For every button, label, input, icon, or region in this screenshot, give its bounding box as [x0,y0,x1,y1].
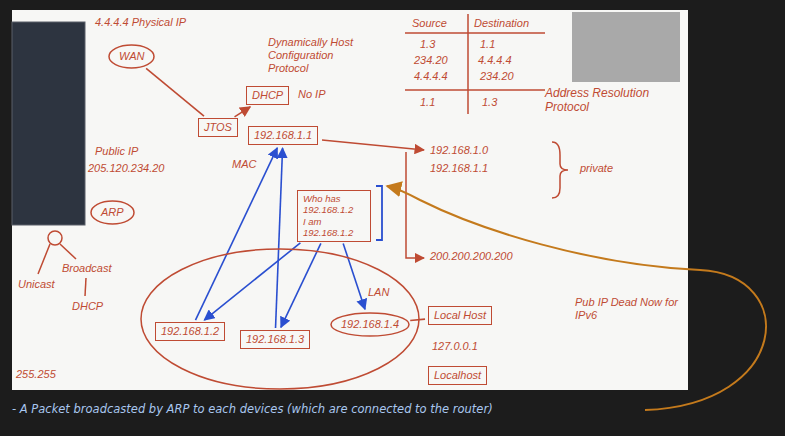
outline-ellipse [331,313,409,336]
note-label: 127.0.0.1 [432,340,478,353]
host-box: Local Host [428,306,492,325]
node-text: JTOS [204,121,232,134]
arp-packet: Who has 192.168.1.2I am 192.168.1.2 [297,190,371,242]
node-text: ARP [101,206,124,219]
video-overlay [12,22,85,225]
note-label: Dynamically Host Configuration Protocol [268,36,368,76]
outline-ellipse [109,45,154,68]
node-text: 192.168.1.1 [254,129,312,142]
node-text: DHCP [252,89,283,102]
connector [343,243,365,309]
callout-arrow [387,186,766,410]
table-rule [467,14,469,114]
note-label: Unicast [18,278,55,291]
table-cell: 4.4.4.4 [414,70,448,83]
outline-ellipse [91,201,134,224]
note-label: 205.120.234.20 [88,162,164,175]
note-label: 192.168.1.1 [430,162,488,175]
table-cell: Source [412,17,447,30]
connector [410,319,425,320]
note-label: DHCP [72,300,103,313]
ip-circle [48,231,62,245]
table-cell: 234.20 [414,54,448,67]
connector [281,243,321,327]
node-text: 192.168.1.2 [161,325,219,338]
leader-line [322,140,424,150]
connector [204,243,300,320]
node-text: WAN [119,50,144,63]
table-cell: 234.20 [480,70,514,83]
note-label: 255.255 [16,368,56,381]
table-cell: Destination [474,17,529,30]
board-surface [12,10,688,390]
table-cell: 1.3 [482,96,497,109]
connector [235,107,251,117]
tree-line [60,244,76,259]
node-text: 192.168.1.4 [341,318,399,331]
device-box: 192.168.1.3 [240,330,310,349]
note-label: Public IP [95,145,138,158]
wan-circle: WAN [108,44,155,69]
note-label: 4.4.4.4 Physical IP [95,16,186,29]
tree-line [85,278,86,296]
note-label: private [580,162,613,175]
caption: - A Packet broadcasted by ARP to each de… [12,402,493,416]
tree-line [38,244,50,274]
leader-line [406,152,424,258]
gateway-box: 192.168.1.1 [248,126,318,145]
bracket [376,186,382,240]
device-oval: 192.168.1.4 [330,312,410,337]
node-text: LAN [368,286,389,299]
connector [195,148,277,320]
node-text: Localhost [434,369,481,382]
router-box: JTOS [198,118,238,137]
note-label: Address Resolution Protocol [545,86,670,115]
connector [276,148,283,328]
table-cell: 1.3 [420,38,435,51]
note-label: MAC [232,158,256,171]
node-text: Who has 192.168.1.2 [303,193,365,216]
node-text: 192.168.1.3 [246,333,304,346]
lan-region: LAN 192.168.1.2 192.168.1.3 192.168.1.4 [140,248,420,390]
device-box: 192.168.1.2 [155,322,225,341]
connector [146,68,204,116]
redaction-block [572,12,680,82]
note-label: No IP [298,88,326,101]
table-rule [405,32,545,34]
note-label: 192.168.1.0 [430,144,488,157]
outline-ellipse [141,249,419,389]
note-label: Pub IP Dead Now for IPv6 [575,296,685,322]
note-label: Broadcast [62,262,112,275]
node-text: I am 192.168.1.2 [303,216,365,239]
note-label: 200.200.200.200 [430,250,513,263]
protocol-circle: ARP [90,200,135,225]
table-cell: 1.1 [480,38,495,51]
node-text: Local Host [434,309,486,322]
table-rule [405,89,545,91]
table-cell: 1.1 [420,96,435,109]
table-cell: 4.4.4.4 [478,54,512,67]
host-box: Localhost [428,366,487,385]
service-box: DHCP [246,86,289,105]
curly-brace [552,142,568,198]
